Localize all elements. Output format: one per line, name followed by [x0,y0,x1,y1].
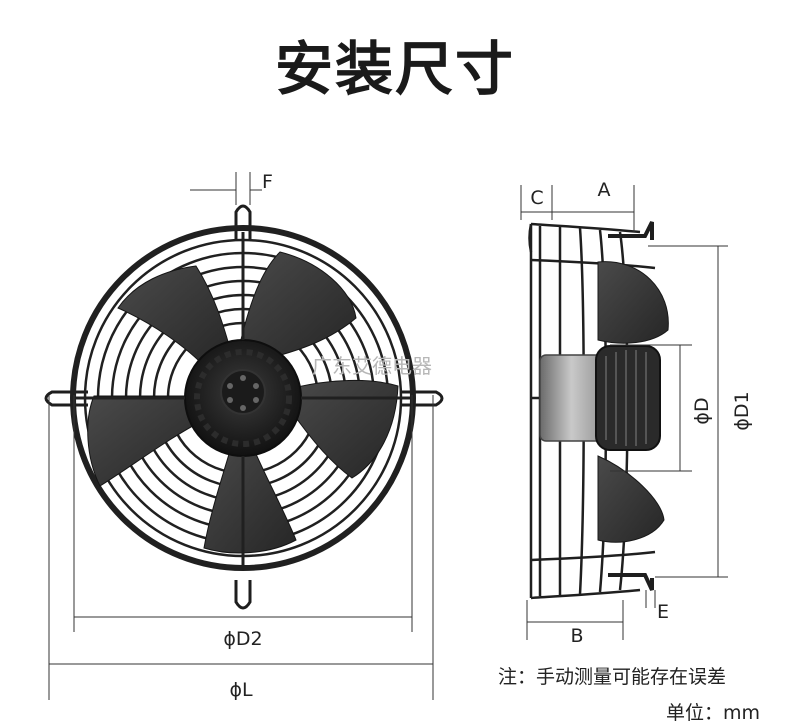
page-title: 安装尺寸 [274,35,515,103]
guard-spokes [76,232,410,566]
hub-ribs [194,349,292,447]
unit-note: 单位：mm [666,702,761,724]
hub-bolts [227,375,259,411]
dim-label-f: F [262,171,273,193]
fan-blades [87,251,399,554]
hub-center [220,369,266,415]
front-dimensions [48,172,434,700]
mounting-feet [44,204,444,610]
side-view-fan [528,221,669,600]
side-blade-bottom [597,455,665,543]
dim-label-a: A [598,179,611,201]
dim-label-e: E [657,601,669,623]
rotor-fins [605,350,647,446]
motor-rotor [595,345,661,451]
dim-label-l: ϕL [229,679,253,701]
dim-label-d: ϕD [691,397,713,424]
watermark-text: 广东艾德电器 [312,354,432,378]
dim-label-d2: ϕD2 [223,628,262,650]
dim-label-c: C [530,187,543,209]
dim-label-d1: ϕD1 [731,391,753,430]
dim-label-b: B [570,625,583,647]
side-mounting-feet [608,221,654,591]
measurement-note: 注：手动测量可能存在误差 [498,666,727,688]
front-view-fan [44,204,444,610]
side-dimensions [520,185,728,640]
side-blade-top [597,261,669,344]
